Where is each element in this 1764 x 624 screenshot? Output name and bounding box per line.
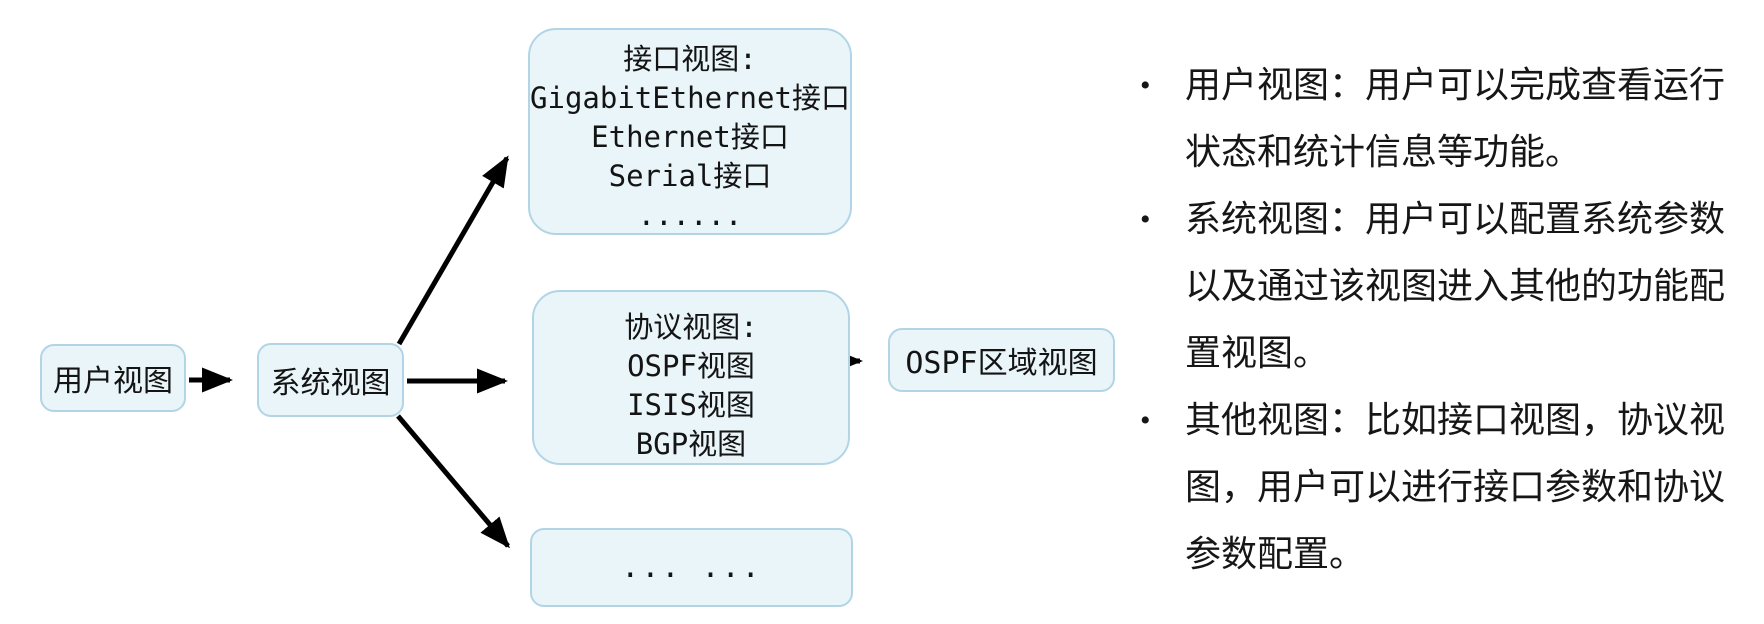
node-ospf-area-view: OSPF区域视图 xyxy=(888,328,1115,392)
arrow-system-to-interface xyxy=(396,155,510,346)
node-interface-view: 接口视图: GigabitEthernet接口 Ethernet接口 Seria… xyxy=(528,28,852,235)
interface-view-line: GigabitEthernet接口 xyxy=(530,81,850,115)
note-item-user-view: • 用户视图：用户可以完成查看运行 状态和统计信息等功能。 xyxy=(1128,52,1758,186)
note-other-views-line: 图，用户可以进行接口参数和协议 xyxy=(1185,467,1726,507)
bullet-icon: • xyxy=(1140,69,1151,102)
note-system-view-line: 系统视图：用户可以配置系统参数 xyxy=(1185,199,1726,239)
interface-view-ellipsis: ...... xyxy=(637,198,743,232)
interface-view-line: Ethernet接口 xyxy=(591,120,789,154)
node-system-view-label: 系统视图 xyxy=(270,366,391,401)
node-other-views-label: ... ... xyxy=(621,550,762,585)
protocol-view-line: BGP视图 xyxy=(635,427,747,461)
note-user-view-line: 用户视图：用户可以完成查看运行 xyxy=(1185,65,1726,105)
node-user-view-label: 用户视图 xyxy=(53,364,173,399)
note-other-views-line: 其他视图：比如接口视图，协议视 xyxy=(1185,400,1726,440)
note-system-view-line: 以及通过该视图进入其他的功能配 xyxy=(1185,266,1726,306)
notes-panel: • 用户视图：用户可以完成查看运行 状态和统计信息等功能。 • 系统视图：用户可… xyxy=(1128,52,1758,588)
bullet-icon: • xyxy=(1140,404,1151,437)
note-user-view-line: 状态和统计信息等功能。 xyxy=(1185,132,1582,172)
node-ospf-area-view-label: OSPF区域视图 xyxy=(905,346,1098,381)
protocol-view-title: 协议视图: xyxy=(624,310,758,344)
note-system-view-line: 置视图。 xyxy=(1185,333,1330,373)
node-user-view: 用户视图 xyxy=(40,344,186,412)
interface-view-line: Serial接口 xyxy=(608,159,772,193)
interface-view-title: 接口视图: xyxy=(623,42,757,76)
protocol-view-line: OSPF视图 xyxy=(627,349,755,383)
note-item-other-views: • 其他视图：比如接口视图，协议视 图，用户可以进行接口参数和协议 参数配置。 xyxy=(1128,387,1758,588)
bullet-icon: • xyxy=(1140,203,1151,236)
node-other-views: ... ... xyxy=(530,528,853,607)
protocol-view-line: ISIS视图 xyxy=(627,388,755,422)
node-system-view: 系统视图 xyxy=(257,343,404,417)
arrow-system-to-other xyxy=(396,414,510,549)
node-protocol-view: 协议视图: OSPF视图 ISIS视图 BGP视图 xyxy=(532,290,850,465)
note-other-views-line: 参数配置。 xyxy=(1185,534,1366,574)
note-item-system-view: • 系统视图：用户可以配置系统参数 以及通过该视图进入其他的功能配 置视图。 xyxy=(1128,186,1758,387)
